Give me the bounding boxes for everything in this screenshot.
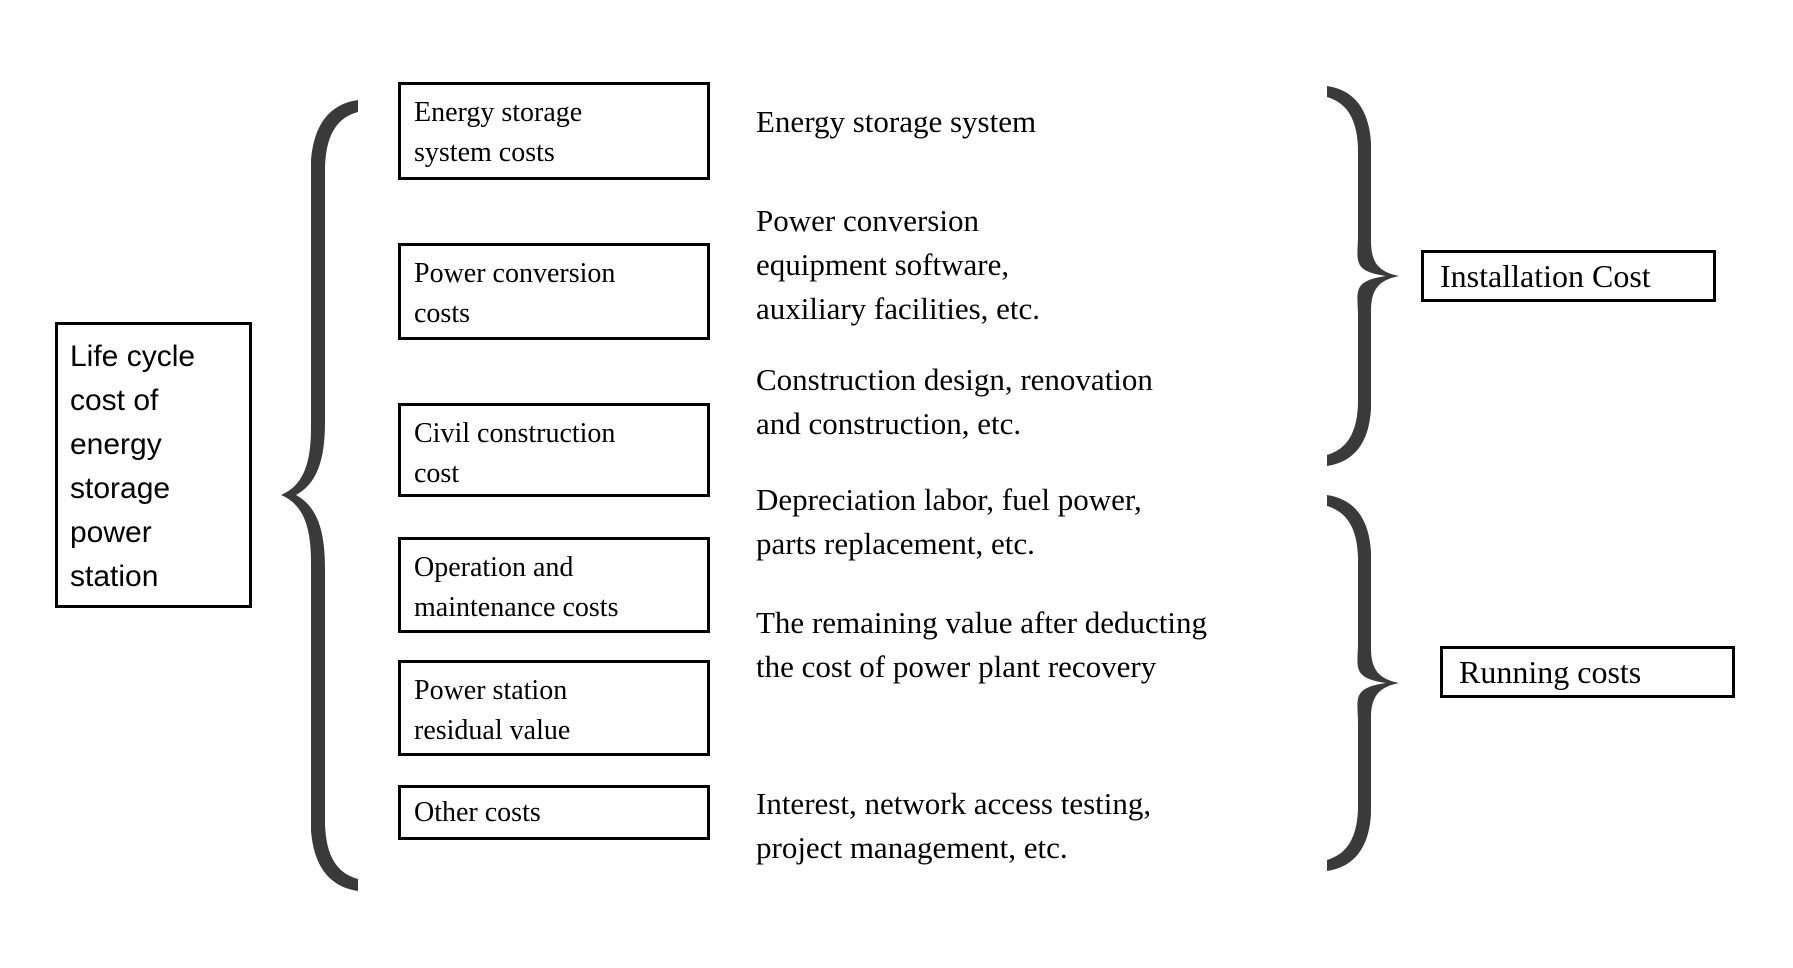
component-box-other-costs: Other costs <box>398 785 710 840</box>
description-power-conversion: Power conversion equipment software, aux… <box>756 203 1041 326</box>
description-operation-maintenance: Depreciation labor, fuel power, parts re… <box>756 482 1142 561</box>
description-other-costs: Interest, network access testing, projec… <box>756 786 1152 865</box>
component-box-energy-storage-system-costs: Energy storage system costs <box>398 82 710 180</box>
component-box-power-station-residual-value: Power station residual value <box>398 660 710 756</box>
component-box-civil-construction-cost: Civil construction cost <box>398 403 710 497</box>
installation-cost-brace <box>1325 84 1405 468</box>
root-node-life-cycle-cost: Life cycle cost of energy storage power … <box>55 322 252 608</box>
description-residual-value: The remaining value after deducting the … <box>756 605 1208 684</box>
component-box-power-conversion-costs: Power conversion costs <box>398 243 710 340</box>
component-box-operation-and-maintenance-costs: Operation and maintenance costs <box>398 537 710 633</box>
left-grouping-brace <box>278 98 360 893</box>
description-energy-storage-system: Energy storage system <box>756 104 1037 139</box>
group-box-running-costs: Running costs <box>1440 646 1735 698</box>
running-costs-brace <box>1325 493 1405 873</box>
description-civil-construction: Construction design, renovation and cons… <box>756 362 1153 441</box>
group-box-installation-cost: Installation Cost <box>1421 250 1716 302</box>
